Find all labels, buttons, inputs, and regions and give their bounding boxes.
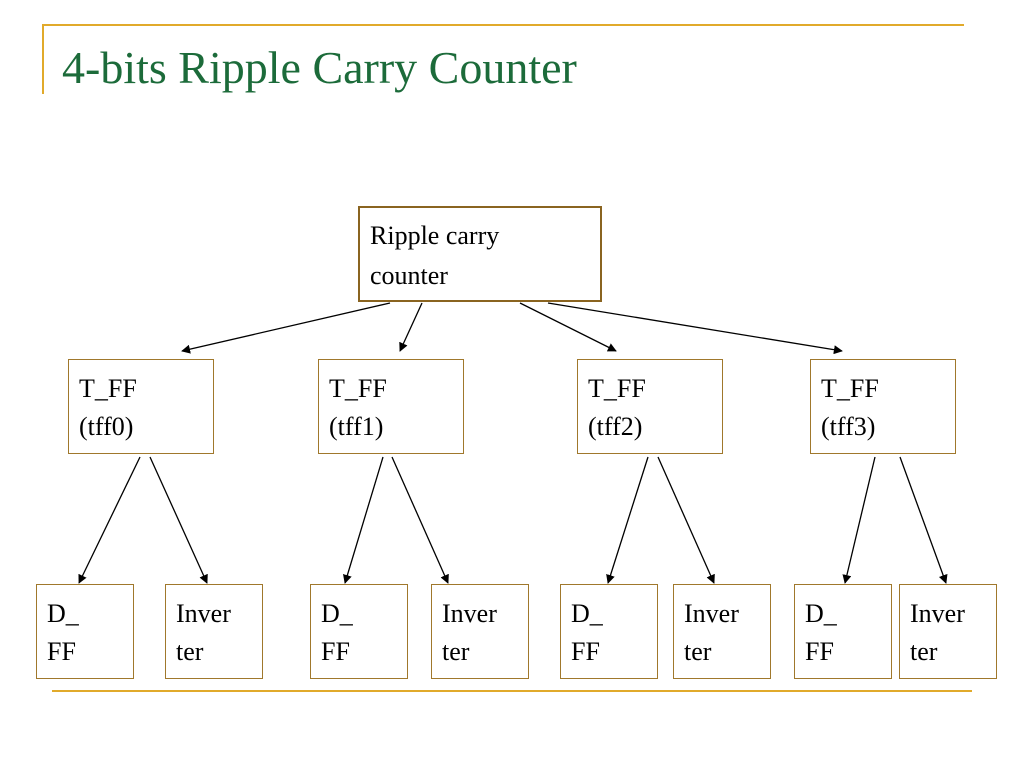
node-tff1-d-ff: D_ FF [310,584,408,679]
node-label-line: D_ [47,599,79,628]
node-label-line: Inver [910,599,965,628]
node-label-line: ter [176,637,204,666]
node-label-line: ter [684,637,712,666]
node-label-line: ter [910,637,938,666]
node-tff0-d-ff: D_ FF [36,584,134,679]
node-label-line: (tff2) [588,412,643,441]
edge-tff1-to-d-ff [343,456,384,584]
title-accent-line-top [42,24,964,26]
edge-tff2-to-inverter [657,456,715,584]
node-tff2-d-ff: D_ FF [560,584,658,679]
node-label-line: T_FF [821,374,879,403]
edge-tff3-to-d-ff [842,456,876,584]
node-label-line: Inver [442,599,497,628]
node-label-line: FF [321,637,350,666]
node-label-line: (tff0) [79,412,134,441]
node-label-line: T_FF [79,374,137,403]
node-tff0: T_FF (tff0) [68,359,214,454]
node-label-line: (tff3) [821,412,876,441]
node-label-line: (tff1) [329,412,384,441]
node-label-line: T_FF [588,374,646,403]
node-label-line: D_ [571,599,603,628]
edge-tff2-to-d-ff [606,456,649,584]
node-label-line: D_ [321,599,353,628]
node-label-line: ter [442,637,470,666]
node-label-line: FF [805,637,834,666]
node-tff3: T_FF (tff3) [810,359,956,454]
edge-tff0-to-d-ff [78,456,141,584]
node-tff3-inverter: Inver ter [899,584,997,679]
node-tff0-inverter: Inver ter [165,584,263,679]
node-label-line: D_ [805,599,837,628]
node-tff2-inverter: Inver ter [673,584,771,679]
node-label-line: T_FF [329,374,387,403]
node-label-line: FF [571,637,600,666]
title-accent-line-left [42,24,44,94]
node-tff1-inverter: Inver ter [431,584,529,679]
node-label-line: counter [370,261,448,290]
edge-tff1-to-inverter [391,456,449,584]
slide-title: 4-bits Ripple Carry Counter [62,42,577,93]
edge-root-to-tff2 [519,302,617,352]
node-tff2: T_FF (tff2) [577,359,723,454]
node-ripple-carry-counter: Ripple carry counter [358,206,602,302]
edge-tff3-to-inverter [899,456,948,584]
node-tff1: T_FF (tff1) [318,359,464,454]
bottom-accent-line [52,690,972,692]
node-label-line: FF [47,637,76,666]
node-label-line: Ripple carry [370,221,500,250]
node-label-line: Inver [684,599,739,628]
edge-tff0-to-inverter [149,456,208,584]
edge-root-to-tff3 [547,302,843,355]
edge-root-to-tff1 [399,302,423,352]
node-tff3-d-ff: D_ FF [794,584,892,679]
edge-root-to-tff0 [181,302,391,354]
node-label-line: Inver [176,599,231,628]
